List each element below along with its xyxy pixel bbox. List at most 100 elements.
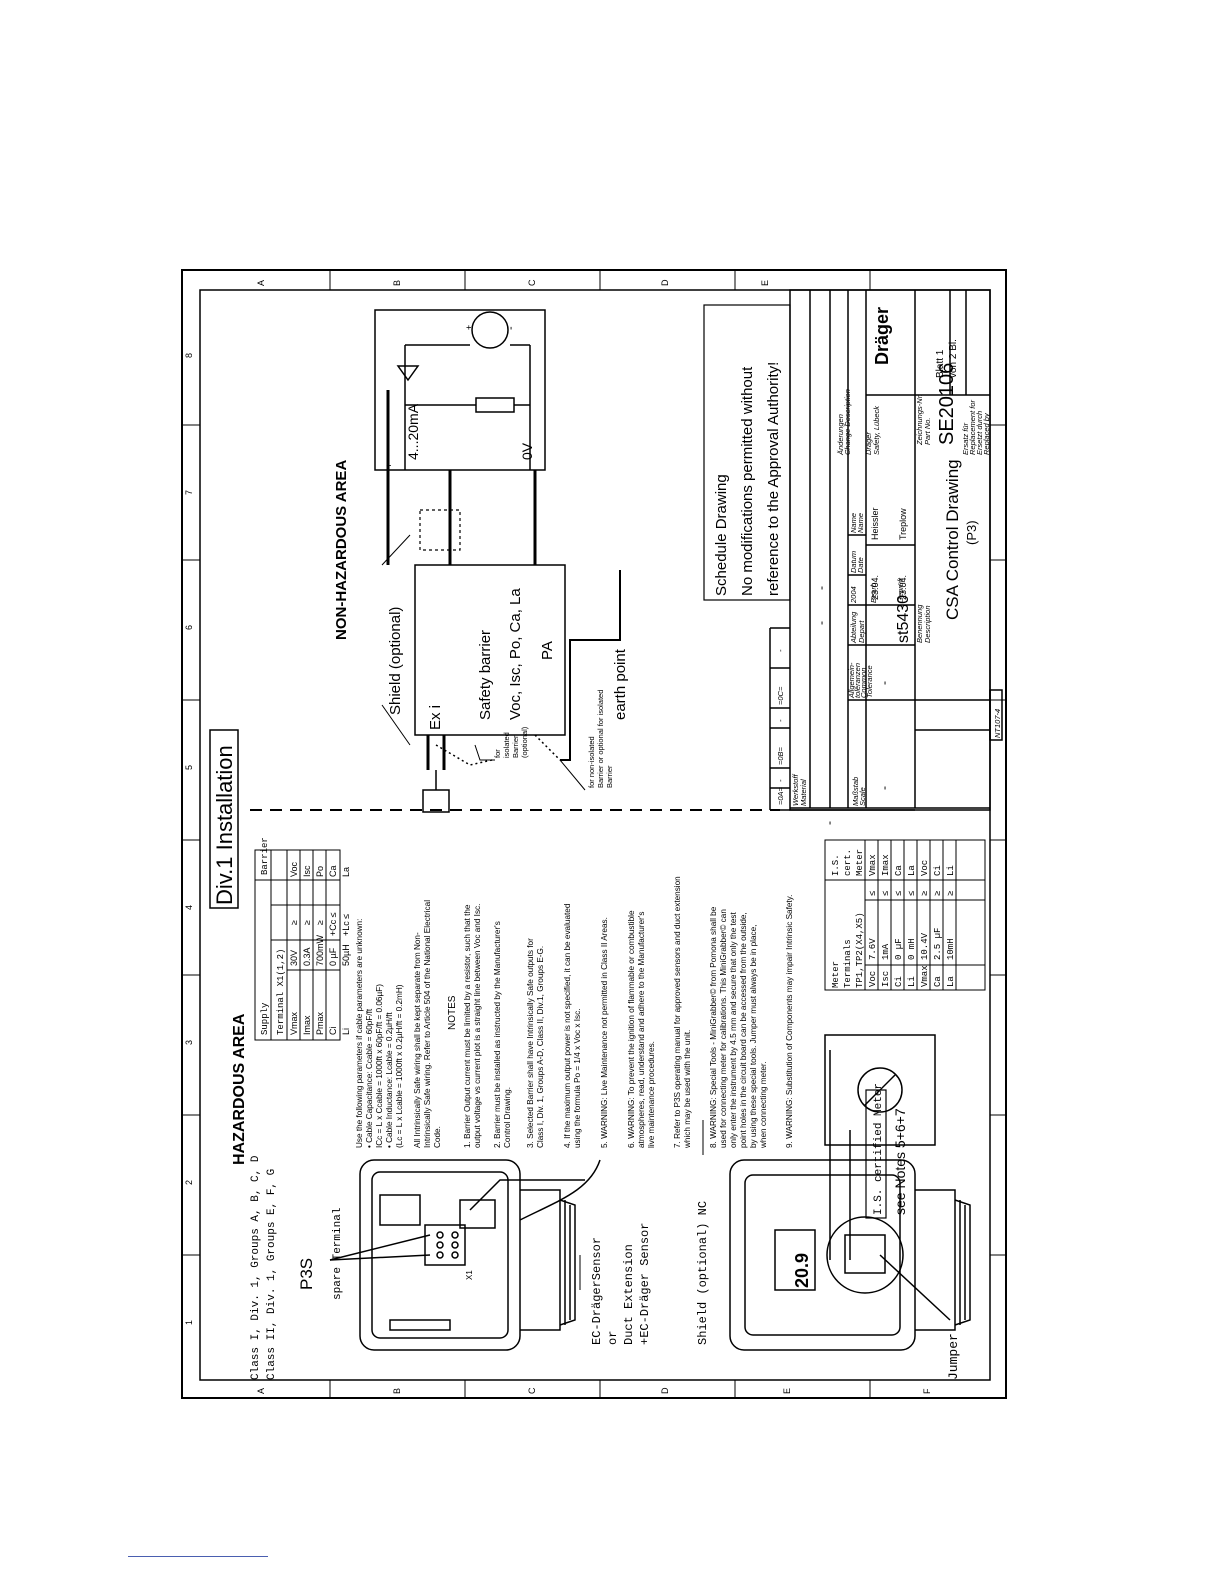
meter-param: Voc [868, 971, 878, 987]
meter-value: 0 µF [894, 938, 904, 960]
meter-value: 1mA [881, 943, 891, 960]
note-1a: 1. Barrier Output current must be limite… [463, 904, 472, 1148]
supply-barrier: Isc [302, 865, 312, 877]
barrier-params-label: Voc, Isc, Po, Ca, La [507, 588, 524, 720]
title-box-text: Div.1 Installation [212, 745, 237, 905]
supply-value: 0.3A [302, 947, 312, 966]
is-meter-box [865, 1089, 887, 1219]
meter-op: ≥ [933, 891, 943, 896]
allg-2: toleranzen [853, 663, 862, 698]
allg-4: Tolerance [865, 665, 874, 698]
meter-header-2: Terminals [843, 939, 853, 988]
meter-value: 10.4V [920, 932, 930, 960]
row-label: D [660, 1387, 670, 1394]
ersatz-1: Ersatz für [961, 422, 970, 455]
supply-op: +Cc ≤ [328, 912, 338, 936]
name-en-label: Name [856, 513, 865, 533]
spare-terminal-label: spare Terminal [332, 1208, 344, 1300]
sensor-line-2: or [606, 1331, 620, 1345]
meter-header-r3: Meter [855, 849, 865, 876]
note-8c: only enter the instrument by 4.5 mm and … [729, 912, 738, 1148]
supply-barrier: Po [315, 866, 325, 877]
is-meter-label: I.S. certified Meter [873, 1083, 885, 1215]
for-isolated-4: (optional) [520, 726, 529, 758]
supply-barrier: La [341, 867, 351, 877]
meter-op: ≤ [881, 891, 891, 896]
earth-line [560, 570, 621, 761]
class-line-2: Class II, Div. 1, Groups E, F, G [266, 1169, 278, 1380]
hazardous-heading: HAZARDOUS AREA [231, 1013, 248, 1165]
note-4b: using the formula Po = 1/4 x Voc x Isc. [573, 1009, 582, 1149]
safety-barrier-label: Safety barrier [477, 630, 494, 720]
supply-param: Imax [302, 1015, 312, 1035]
gepr-label: Geprüft [896, 577, 905, 603]
rev-dash: - [776, 649, 785, 652]
meter-header-1: Meter [831, 961, 841, 988]
for-isolated-2: isolated [502, 732, 511, 758]
scale-label: Scale [858, 787, 867, 806]
drawing-subtitle: (P3) [964, 520, 979, 545]
company-1: Dräger [864, 432, 873, 455]
see-notes: see Notes 5+6+7 [892, 1108, 908, 1215]
barrier-header: Barrier [260, 837, 270, 875]
intro-line-1: All Intrinsically Safe wiring shall be k… [413, 932, 422, 1148]
supply-param: Pmax [315, 1011, 325, 1035]
rev-dash: - [776, 719, 785, 722]
title-block [769, 289, 1003, 811]
p3s-display-device [729, 1034, 971, 1351]
name-1: Heissler [870, 507, 880, 540]
sensor-line-1: EC-DrägerSensor [590, 1237, 604, 1345]
tolerance-value: - [877, 681, 891, 685]
meter-cert: Imax [881, 854, 891, 876]
meter-op: ≤ [894, 891, 904, 896]
date-2: 23.04. [898, 575, 908, 600]
aend-1: Änderungen [836, 414, 845, 456]
col-label: 7 [184, 490, 194, 495]
nonisolated-leader [559, 759, 586, 791]
note-5: 5. WARNING: Live Maintenance not permitt… [600, 917, 609, 1148]
isolated-earth-symbol [474, 744, 495, 761]
col-label: 8 [184, 353, 194, 358]
receiver-box [374, 309, 546, 471]
aend-2: Change Description [843, 389, 852, 455]
note-8a: 8. WARNING: Special Tools - MiniGrabber©… [709, 906, 718, 1148]
scale-value: - [877, 786, 891, 790]
note-3b: Class I, Div. 1, Groups A-D, Class II, D… [536, 946, 545, 1148]
datum-label: Datum [849, 551, 858, 573]
earth-point-label: earth point [612, 648, 629, 720]
supply-op: ≥ [289, 920, 299, 925]
meter-cert: La [907, 865, 917, 876]
note-3a: 3. Selected Barrier shall have Intrinsic… [526, 938, 535, 1148]
rev-dash-value: - [814, 586, 828, 590]
notes-heading: NOTES [447, 995, 458, 1030]
receiver-minus: - [505, 326, 517, 330]
frame-ticks [182, 270, 1006, 1398]
company-2: Safety, Lübeck [872, 405, 881, 455]
nonhazardous-heading: NON-HAZARDOUS AREA [333, 460, 350, 640]
meter-param: Ci [894, 976, 904, 987]
meter-cert: Ci [933, 865, 943, 876]
partno-de: Zeichnungs-Nr. [915, 394, 924, 446]
name-2: Treplow [898, 508, 908, 540]
x1-label: X1 [465, 1270, 474, 1280]
col-label: 5 [184, 765, 194, 770]
note-7b: which may be used with the unit. [683, 1030, 692, 1149]
dept-value: st5430 [895, 595, 912, 643]
bearb-label: Bearb [869, 583, 878, 603]
meter-cert: Vmax [868, 854, 878, 876]
meter-value: 0 mH [907, 938, 917, 960]
rev-b: =0B= [776, 746, 785, 765]
sensor-line-3: Duct Extension [622, 1244, 636, 1345]
row-label: E [760, 280, 770, 286]
output-cable [386, 390, 537, 565]
cable-line-1: Use the following parameters if cable pa… [355, 919, 364, 1148]
p3s-label: P3S [297, 1258, 316, 1290]
meter-header-r1: I.S. [831, 854, 841, 876]
nonisolated-3: Barrier [605, 765, 614, 788]
ersatz-4: Replaced by [982, 412, 991, 455]
col-label: 3 [184, 1040, 194, 1045]
supply-header: Supply [260, 1002, 270, 1035]
partno-en: Part No. [923, 417, 932, 445]
outer-frame [181, 269, 1007, 1399]
